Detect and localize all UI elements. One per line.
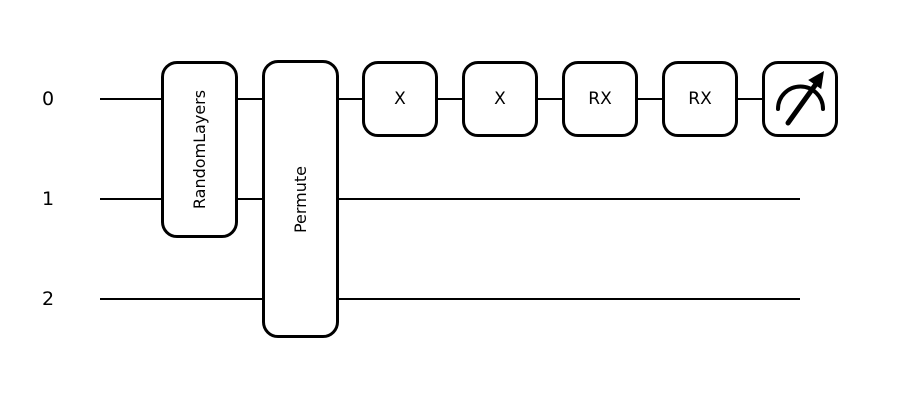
gate-paulix-1: X: [362, 61, 438, 137]
wire-label-0: 0: [41, 88, 55, 110]
gate-randomlayers-label: RandomLayers: [190, 89, 209, 210]
wire-label-1: 1: [41, 188, 55, 210]
wire-label-2: 2: [41, 288, 55, 310]
gate-paulix-1-label: X: [394, 89, 406, 109]
gate-rx-2-label: RX: [688, 89, 712, 109]
measurement-gauge-icon: [775, 70, 825, 125]
gate-rx-2: RX: [662, 61, 738, 137]
qubit-wire-1: [100, 198, 800, 200]
gate-permute: Permute: [262, 60, 339, 338]
gate-paulix-2-label: X: [494, 89, 506, 109]
gate-paulix-2: X: [462, 61, 538, 137]
gate-randomlayers: RandomLayers: [161, 61, 238, 238]
qubit-wire-0: [100, 98, 800, 100]
gate-permute-label: Permute: [291, 165, 310, 233]
gate-rx-1-label: RX: [588, 89, 612, 109]
qubit-wire-2: [100, 298, 800, 300]
measurement-box: [762, 61, 838, 137]
gate-rx-1: RX: [562, 61, 638, 137]
